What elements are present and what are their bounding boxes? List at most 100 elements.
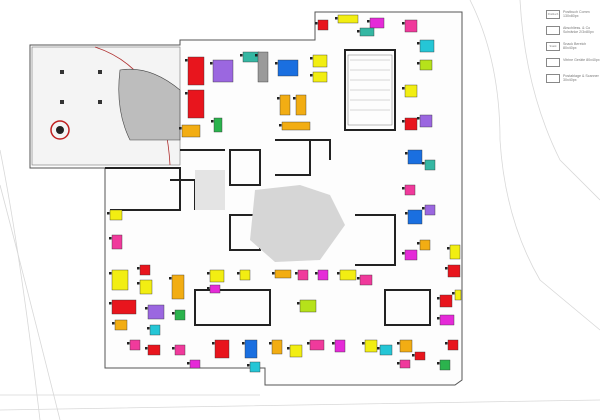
terrace-area [31, 46, 181, 166]
chair [310, 57, 313, 60]
chair [279, 124, 282, 127]
legend-symbol: Snack [546, 42, 560, 51]
desk-group [419, 39, 435, 53]
chair [112, 322, 115, 325]
desk-group [149, 324, 161, 336]
chair [237, 272, 240, 275]
desk-group [424, 204, 436, 216]
desk-group [359, 27, 375, 37]
chair [307, 342, 310, 345]
chair [137, 282, 140, 285]
chair [452, 292, 455, 295]
desk-group [424, 159, 436, 171]
chair [357, 30, 360, 33]
desk-group [147, 344, 161, 356]
chair [412, 354, 415, 357]
chair [377, 347, 380, 350]
chair [417, 62, 420, 65]
chair [185, 59, 188, 62]
desk-group [174, 344, 186, 356]
chair [437, 362, 440, 365]
desk-group [312, 54, 328, 68]
chair [367, 20, 370, 23]
chair [255, 54, 258, 57]
chair [109, 237, 112, 240]
desk-group [404, 249, 418, 261]
chair [405, 212, 408, 215]
legend-text: Abschliess. & Co Schränke 2/3x80px [563, 26, 594, 34]
chair [402, 120, 405, 123]
chair [172, 347, 175, 350]
chair [185, 92, 188, 95]
chair [247, 364, 250, 367]
chair [362, 342, 365, 345]
desk-group [281, 121, 311, 131]
desk-group [114, 319, 128, 331]
desk-group [171, 274, 185, 300]
desk-group [317, 269, 329, 281]
chair [287, 347, 290, 350]
desk-group [404, 184, 416, 196]
desk-group [274, 269, 292, 279]
chair [179, 127, 182, 130]
desk-group [214, 339, 230, 359]
chair [172, 312, 175, 315]
legend-text: Snack Bereich 80x40px [563, 42, 587, 50]
desk-group [419, 239, 431, 251]
desk-group [174, 309, 186, 321]
desk-group [419, 114, 433, 128]
legend-text: Vitrine Geräte 80x40px [563, 58, 600, 62]
chair [187, 362, 190, 365]
chair [269, 342, 272, 345]
desk-group [439, 294, 453, 308]
desk-group [309, 339, 325, 351]
chair [207, 287, 210, 290]
chair [242, 342, 245, 345]
desk-group [439, 314, 455, 326]
desk-group [339, 269, 357, 281]
desk-group [212, 59, 234, 83]
desk-group [379, 344, 393, 356]
chair [315, 272, 318, 275]
chair [417, 42, 420, 45]
desk-group [447, 339, 459, 351]
chair [145, 347, 148, 350]
legend-symbol [546, 74, 560, 83]
chair [145, 307, 148, 310]
chair [147, 327, 150, 330]
desk-group [249, 361, 261, 373]
desk-group [111, 299, 137, 315]
desk-group [399, 339, 413, 353]
chair [332, 342, 335, 345]
desk-group [239, 269, 251, 281]
desk-group [404, 117, 418, 131]
desk-group [147, 304, 165, 320]
chair [277, 97, 280, 100]
desk-group [407, 209, 423, 225]
desk-group [277, 59, 299, 77]
legend-text: Postablage & Scanner 30x40px [563, 74, 599, 82]
chair [402, 87, 405, 90]
desk-group [242, 51, 260, 63]
chair [402, 22, 405, 25]
legend-symbol: Postbuch [546, 10, 560, 19]
chair [297, 302, 300, 305]
core-area [195, 54, 393, 262]
chair [397, 342, 400, 345]
desk-group [257, 51, 269, 83]
chair [402, 187, 405, 190]
desk-group [295, 94, 307, 116]
desk-group [244, 339, 258, 359]
chair [405, 152, 408, 155]
desk-group [454, 289, 462, 301]
desk-group [404, 84, 418, 98]
legend-item: Postablage & Scanner 30x40px [546, 74, 600, 83]
desk-group [334, 339, 346, 353]
inner-walls [105, 49, 431, 326]
chair [447, 247, 450, 250]
chair [210, 62, 213, 65]
chair [397, 362, 400, 365]
